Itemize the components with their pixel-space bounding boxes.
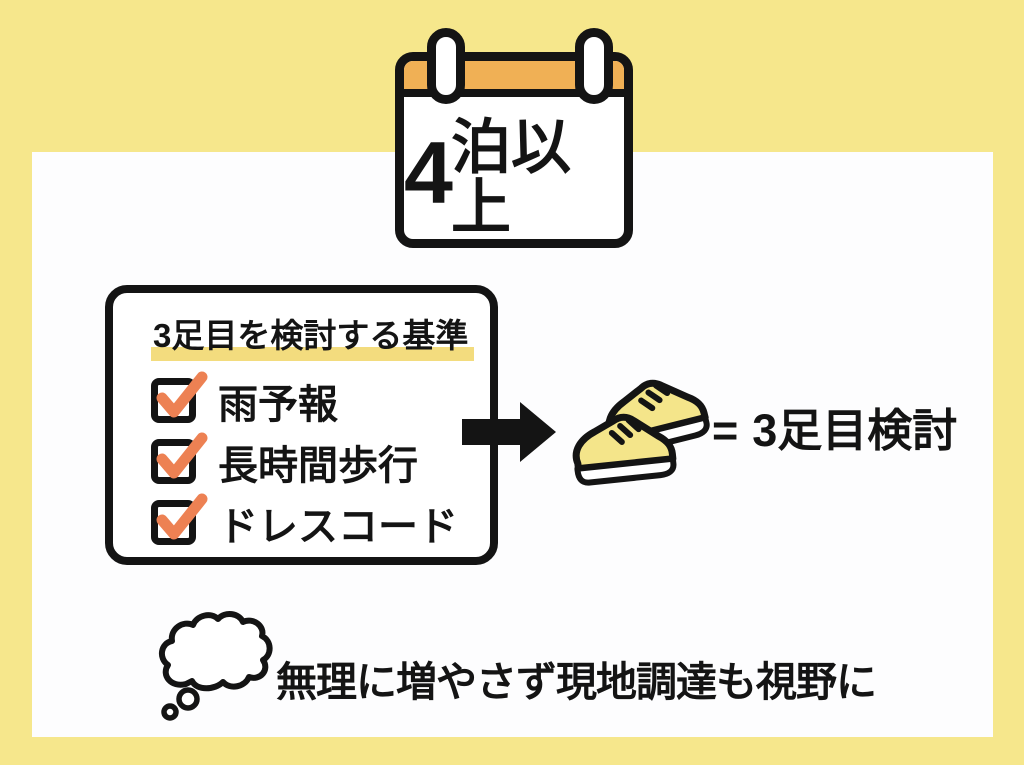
checkbox-checked-icon (151, 432, 208, 484)
shoes-icon (568, 381, 710, 487)
checkmark-icon (156, 432, 208, 479)
criteria-title-highlight: 3足目を検討する基準 (151, 317, 475, 361)
checkmark-icon (156, 371, 208, 418)
checkbox-checked-icon (151, 493, 208, 545)
checklist-item: 長時間歩行 (151, 432, 470, 488)
duration-number: 4 (404, 123, 453, 222)
calendar-ring-icon (427, 28, 465, 104)
checkbox-checked-icon (151, 371, 208, 423)
calendar-icon: 4 泊以上 (395, 28, 633, 248)
calendar-duration-label: 4 泊以上 (404, 97, 624, 241)
arrow-right-icon (462, 402, 556, 462)
duration-unit: 泊以上 (450, 114, 571, 241)
checklist-item: 雨予報 (151, 371, 470, 427)
criteria-title: 3足目を検討する基準 (151, 309, 475, 361)
result-label: = 3足目検討 (712, 408, 957, 453)
checklist-item: ドレスコード (151, 493, 470, 549)
checklist-item-label: 長時間歩行 (218, 443, 418, 488)
equals-sign: = (712, 405, 739, 456)
thought-bubble-icon (158, 611, 273, 721)
criteria-box: 3足目を検討する基準 雨予報 長時間歩行 ドレスコード (105, 285, 498, 565)
result-text: 3足目検討 (752, 405, 958, 456)
note-text: 無理に増やさず現地調達も視野に (276, 659, 877, 705)
checkmark-icon (156, 493, 208, 540)
checklist-item-label: ドレスコード (218, 504, 458, 549)
checklist-item-label: 雨予報 (218, 382, 338, 427)
calendar-ring-icon (575, 28, 613, 104)
